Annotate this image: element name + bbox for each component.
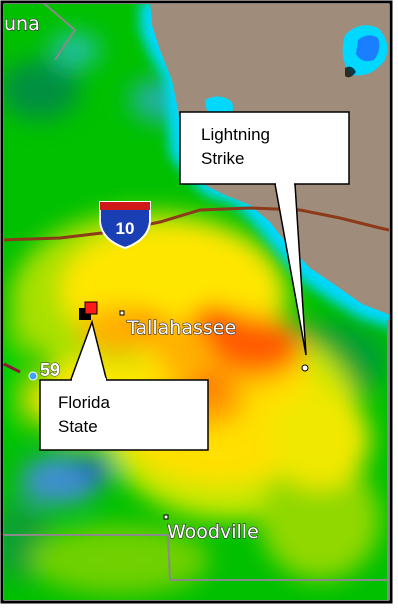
town-dot-icon [163, 514, 169, 520]
interstate-10-road [4, 206, 389, 242]
route-dot-icon [28, 371, 38, 381]
town-label-woodville: Woodville [167, 521, 259, 543]
county-boundary [4, 534, 389, 581]
route-marker: 59 [3, 360, 61, 381]
florida-state-callout-line1: Florida [58, 393, 111, 412]
map-frame [0, 0, 393, 604]
lightning-strike-icon [301, 364, 309, 372]
interstate-shield-icon: 10 [99, 201, 151, 250]
edge-fragment-label: una [4, 13, 40, 35]
lightning-callout-line1: Lightning [201, 125, 270, 144]
lightning-callout-line2: Strike [201, 149, 244, 168]
station-marker-icon [79, 301, 98, 320]
florida-state-callout: Florida State [39, 319, 209, 451]
lightning-strike-callout: Lightning Strike [179, 111, 350, 356]
county-boundary [43, 4, 77, 61]
route-number-label: 59 [40, 360, 60, 380]
interstate-shield-number: 10 [116, 219, 135, 238]
radar-intensity-layer [4, 32, 389, 595]
florida-state-callout-line2: State [58, 417, 98, 436]
city-dot-icon [119, 310, 125, 316]
city-label-tallahassee: Tallahassee [126, 317, 236, 339]
